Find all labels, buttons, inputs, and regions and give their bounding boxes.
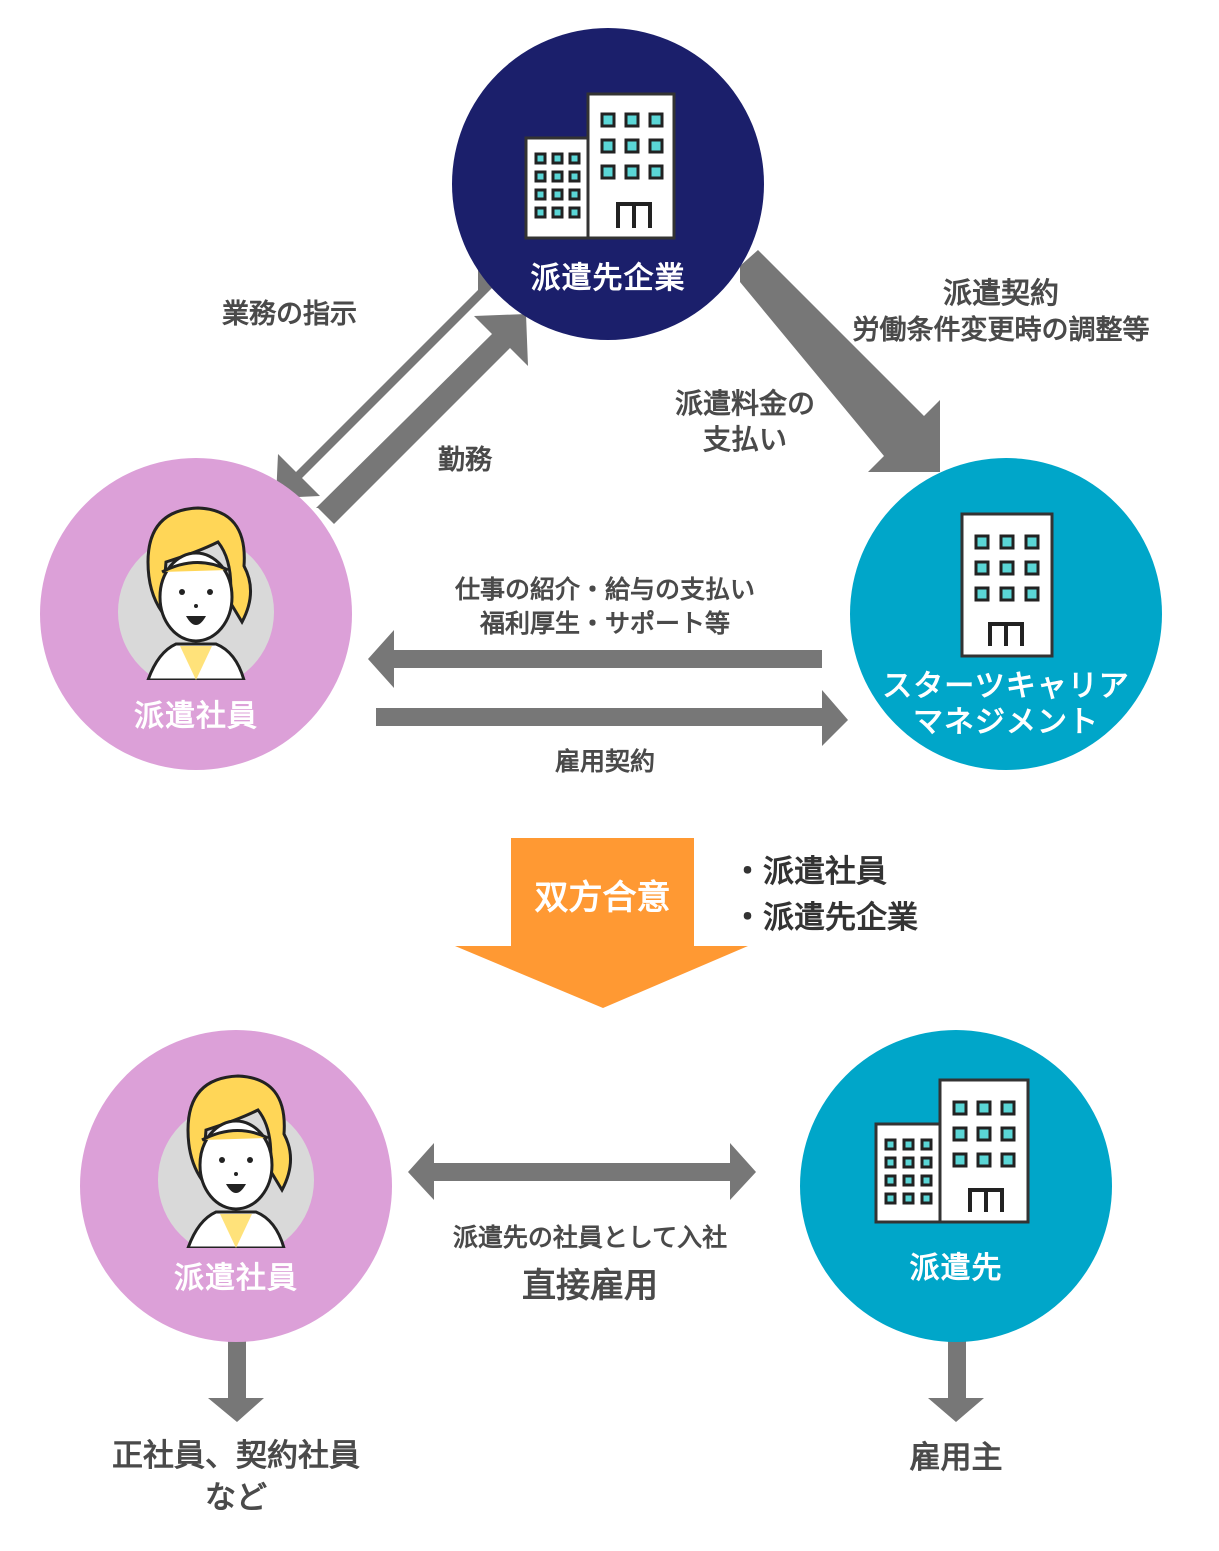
arrow-work xyxy=(316,314,528,524)
arrow-staff-outcome xyxy=(208,1326,264,1422)
staff-label-bottom: 派遣社員 xyxy=(174,1261,298,1296)
label-dispatch-fee-line2: 支払い xyxy=(702,423,787,456)
office-buildings-icon xyxy=(524,92,676,240)
label-dispatch-contract-line2: 労働条件変更時の調整等 xyxy=(852,315,1150,346)
client-company-node: 派遣先企業 xyxy=(452,28,764,340)
client-node-bottom: 派遣先 xyxy=(800,1030,1112,1342)
agreement-party-client: ・派遣先企業 xyxy=(732,900,918,936)
direct-hire-sub-label: 派遣先の社員として入社 xyxy=(452,1223,728,1252)
staff-node-bottom: 派遣社員 xyxy=(80,1030,392,1342)
woman-avatar-icon xyxy=(118,506,274,680)
staff-label-top: 派遣社員 xyxy=(134,699,258,734)
agreement-party-staff: ・派遣社員 xyxy=(732,854,887,890)
client-label-bottom: 派遣先 xyxy=(909,1251,1003,1286)
label-dispatch-contract-line1: 派遣契約 xyxy=(942,276,1059,310)
label-work-instruction: 業務の指示 xyxy=(222,299,357,330)
arrow-dispatch-contract xyxy=(740,250,940,472)
arrow-work-instruction xyxy=(276,270,494,498)
outcome-client: 雇用主 xyxy=(909,1440,1003,1476)
staff-node-top: 派遣社員 xyxy=(40,458,352,770)
arrow-agency-services xyxy=(368,630,822,688)
office-buildings-icon xyxy=(874,1078,1030,1224)
office-building-icon xyxy=(960,512,1054,658)
agency-label-line1: スターツキャリア xyxy=(882,669,1130,704)
arrow-direct-hire xyxy=(408,1143,756,1200)
agreement-label: 双方合意 xyxy=(534,878,671,918)
label-agency-services-line2: 福利厚生・サポート等 xyxy=(479,609,730,638)
outcome-staff-line1: 正社員、契約社員 xyxy=(112,1438,360,1474)
arrow-agreement xyxy=(455,838,748,1008)
client-company-label: 派遣先企業 xyxy=(530,261,686,296)
label-dispatch-fee-line1: 派遣料金の xyxy=(674,387,815,420)
arrow-client-outcome xyxy=(928,1330,984,1422)
direct-hire-main-label: 直接雇用 xyxy=(522,1266,658,1306)
arrow-employment-contract xyxy=(376,690,848,746)
agency-label-line2: マネジメント xyxy=(913,705,1099,740)
label-employment-contract: 雇用契約 xyxy=(554,747,655,776)
outcome-staff-line2: など xyxy=(205,1480,267,1516)
agency-node: スターツキャリア マネジメント xyxy=(850,458,1162,770)
woman-avatar-icon xyxy=(158,1074,314,1248)
label-agency-services-line1: 仕事の紹介・給与の支払い xyxy=(454,575,755,604)
label-work: 勤務 xyxy=(438,445,492,476)
